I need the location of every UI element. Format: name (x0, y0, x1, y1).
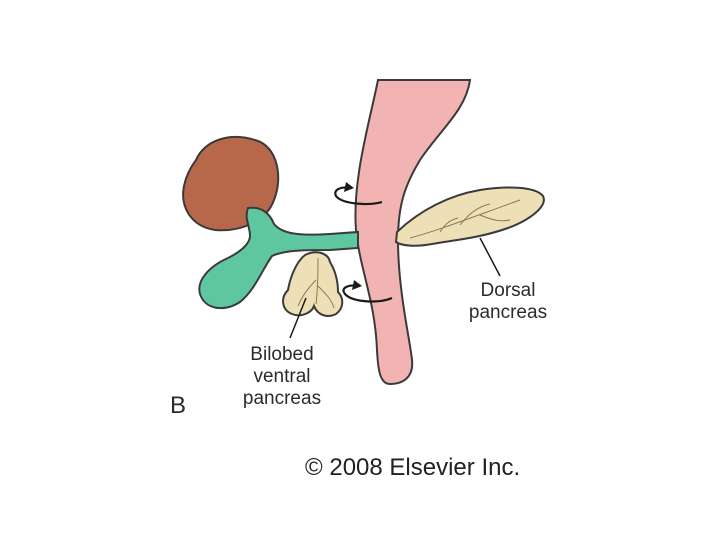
ventral-pancreas-veins (297, 257, 335, 309)
copyright-notice: © 2008 Elsevier Inc. (305, 454, 521, 481)
dorsal-pancreas (394, 186, 545, 247)
dorsal-label-line-2: pancreas (468, 302, 548, 323)
ventral-pancreas-label: Bilobed ventral pancreas (232, 344, 332, 410)
ventral-label-line-2: ventral (253, 366, 311, 387)
panel-letter: B (170, 392, 187, 419)
rotation-arrow-upper (334, 186, 383, 206)
duodenum-tube (354, 79, 472, 386)
rotation-arrow-upper-head (344, 182, 354, 192)
dorsal-pancreas-label: Dorsal pancreas (458, 280, 558, 324)
dorsal-label-leader (479, 237, 501, 277)
dorsal-pancreas-veins (409, 199, 521, 239)
rotation-arrow-lower-head (352, 280, 362, 290)
ventral-label-line-3: pancreas (242, 388, 322, 409)
bile-duct-gallbladder (198, 206, 359, 310)
ventral-label-line-1: Bilobed (250, 344, 314, 365)
dorsal-label-line-1: Dorsal (480, 280, 536, 301)
ventral-label-leader (289, 297, 307, 339)
rotation-arrow-lower (342, 284, 393, 303)
